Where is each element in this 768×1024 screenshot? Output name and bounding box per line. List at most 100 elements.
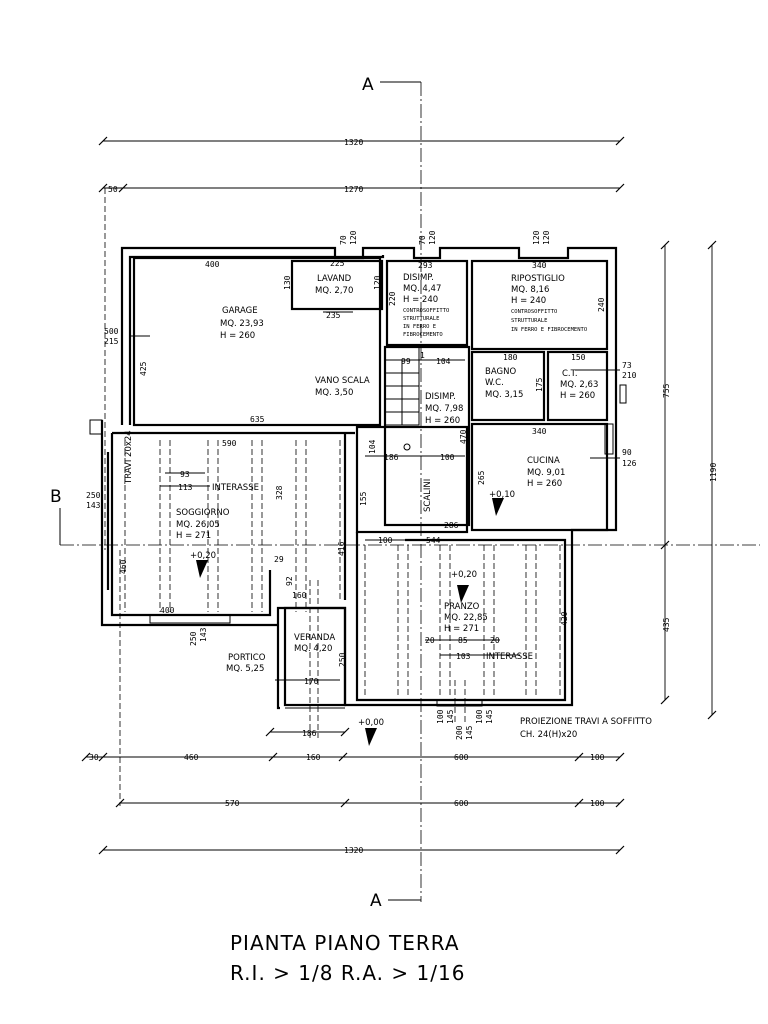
dim-pra-420: 420	[560, 611, 569, 626]
dim-pra-145c: 145	[465, 725, 474, 740]
dim-bottom2-100: 100	[590, 799, 605, 808]
level-cucina: +0,10	[489, 490, 515, 500]
proiezione-note-2: CH. 24(H)x20	[520, 730, 577, 740]
pranzo-height: H = 271	[444, 624, 479, 634]
dim-top-second-left: 50	[108, 185, 118, 194]
dim-pra-20b: 20	[490, 636, 500, 645]
level-marker-soggiorno-icon	[196, 560, 208, 578]
dim-left-143: 143	[86, 501, 101, 510]
ct-name: C.T.	[562, 369, 578, 379]
dim-ct-210: 210	[622, 371, 637, 380]
dim-pra-85: 85	[458, 636, 468, 645]
vano-scala-name: VANO SCALA	[315, 376, 370, 386]
drawing-title: PIANTA PIANO TERRA	[230, 931, 460, 955]
dim-sog-143: 143	[199, 627, 208, 642]
dim-sc-100: 100	[440, 453, 455, 462]
drain-icon	[403, 443, 411, 451]
dim-rip-240: 240	[597, 297, 606, 312]
soggiorno-area: MQ. 26,05	[176, 520, 220, 530]
dim-top-second: 1270	[344, 185, 363, 194]
veranda-area: MQ. 4,20	[294, 644, 332, 654]
section-b-label: B	[50, 487, 62, 507]
interior-dimension-lines	[130, 335, 620, 737]
travi-note: TRAVI 20x24	[124, 430, 134, 485]
dim-pra-200: 200	[455, 725, 464, 740]
level-marker-pranzo-icon	[457, 585, 469, 603]
dim-ver-29: 29	[274, 555, 284, 564]
level-pranzo: +0,20	[451, 570, 477, 580]
dim-dis-220: 220	[388, 291, 397, 306]
section-a-bottom-label: A	[370, 891, 382, 911]
bagno-area: MQ. 3,15	[485, 390, 523, 400]
dim-cucina-126: 126	[622, 459, 637, 468]
dim-garage-400: 400	[205, 260, 220, 269]
proiezione-note-1: PROIEZIONE TRAVI A SOFFITTO	[520, 717, 652, 727]
beam-projections	[124, 440, 561, 738]
dim-pra-100b: 100	[475, 709, 484, 724]
disimp1-note3: IN FERRO E	[403, 324, 436, 330]
dim-bottom-160: 160	[306, 753, 321, 762]
bagno-sub: W.C.	[485, 378, 504, 388]
ripostiglio-note2: STRUTTURALE	[511, 318, 547, 324]
dim-sc-155: 155	[359, 491, 368, 506]
ripostiglio-note1: CONTROSOFFITTO	[511, 309, 557, 315]
drawing-scale: R.I. > 1/8 R.A. > 1/16	[230, 961, 465, 985]
dim-bottom-600: 600	[454, 753, 469, 762]
dim-sog-113: 113	[178, 483, 193, 492]
dim-stair-1: 1	[420, 351, 425, 360]
dim-pra-103: 103	[456, 652, 471, 661]
dim-sog-460: 460	[119, 559, 128, 574]
disimp1-area: MQ. 4,47	[403, 284, 441, 294]
dim-sog-93: 93	[180, 470, 190, 479]
dim-dis-293: 293	[418, 261, 433, 270]
section-line-a	[380, 81, 422, 902]
dim-right-755: 755	[662, 383, 671, 398]
interasse-note-1: INTERASSE	[212, 483, 259, 493]
disimp1-note4: FIBROCEMENTO	[403, 332, 443, 338]
dim-win-120b: 120	[428, 230, 437, 245]
dim-bagno-175: 175	[535, 377, 544, 392]
dim-left-250: 250	[86, 491, 101, 500]
dim-lavand-120: 120	[373, 275, 382, 290]
dim-sog-400: 400	[160, 606, 175, 615]
dim-top-total: 1320	[344, 138, 363, 147]
dim-dis2-470: 470	[459, 429, 468, 444]
dim-sc-286: 286	[444, 521, 459, 530]
level-soggiorno: +0,20	[190, 551, 216, 561]
dim-garage-635: 635	[250, 415, 265, 424]
dim-cucina-90: 90	[622, 448, 632, 457]
portico-name: PORTICO	[228, 653, 266, 663]
garage-height: H = 260	[220, 331, 255, 341]
disimp1-height: H = 240	[403, 295, 438, 305]
cucina-name: CUCINA	[527, 456, 560, 466]
dim-rip-340: 340	[532, 261, 547, 270]
bagno-name: BAGNO	[485, 367, 516, 377]
dim-bottom-100: 100	[590, 753, 605, 762]
dim-left-500: 500	[104, 327, 119, 336]
walls	[89, 246, 627, 710]
lavand-name: LAVAND	[317, 274, 352, 284]
garage-name: GARAGE	[222, 306, 258, 316]
dim-pra-544: 544	[426, 536, 441, 545]
dim-win-120c: 120	[532, 230, 541, 245]
dim-win-70b: 70	[418, 235, 427, 245]
ct-height: H = 260	[560, 391, 595, 401]
dim-win-70a: 70	[339, 235, 348, 245]
dim-pra-100: 100	[378, 536, 393, 545]
dim-pra-145a: 145	[446, 709, 455, 724]
veranda-name: VERANDA	[294, 633, 335, 643]
dim-sog-328: 328	[275, 485, 284, 500]
disimp1-name: DISIMP.	[403, 273, 434, 283]
dim-cucina-340: 340	[532, 427, 547, 436]
ripostiglio-height: H = 240	[511, 296, 546, 306]
dim-pra-145b: 145	[485, 709, 494, 724]
ripostiglio-area: MQ. 8,16	[511, 285, 549, 295]
dim-right-1190: 1190	[709, 463, 718, 482]
garage-area: MQ. 23,93	[220, 319, 264, 329]
dim-ver-92: 92	[285, 576, 294, 586]
dim-sog-250: 250	[189, 631, 198, 646]
dim-lavand-130: 130	[283, 275, 292, 290]
right-dimensions	[660, 240, 717, 720]
dim-left-215: 215	[104, 337, 119, 346]
